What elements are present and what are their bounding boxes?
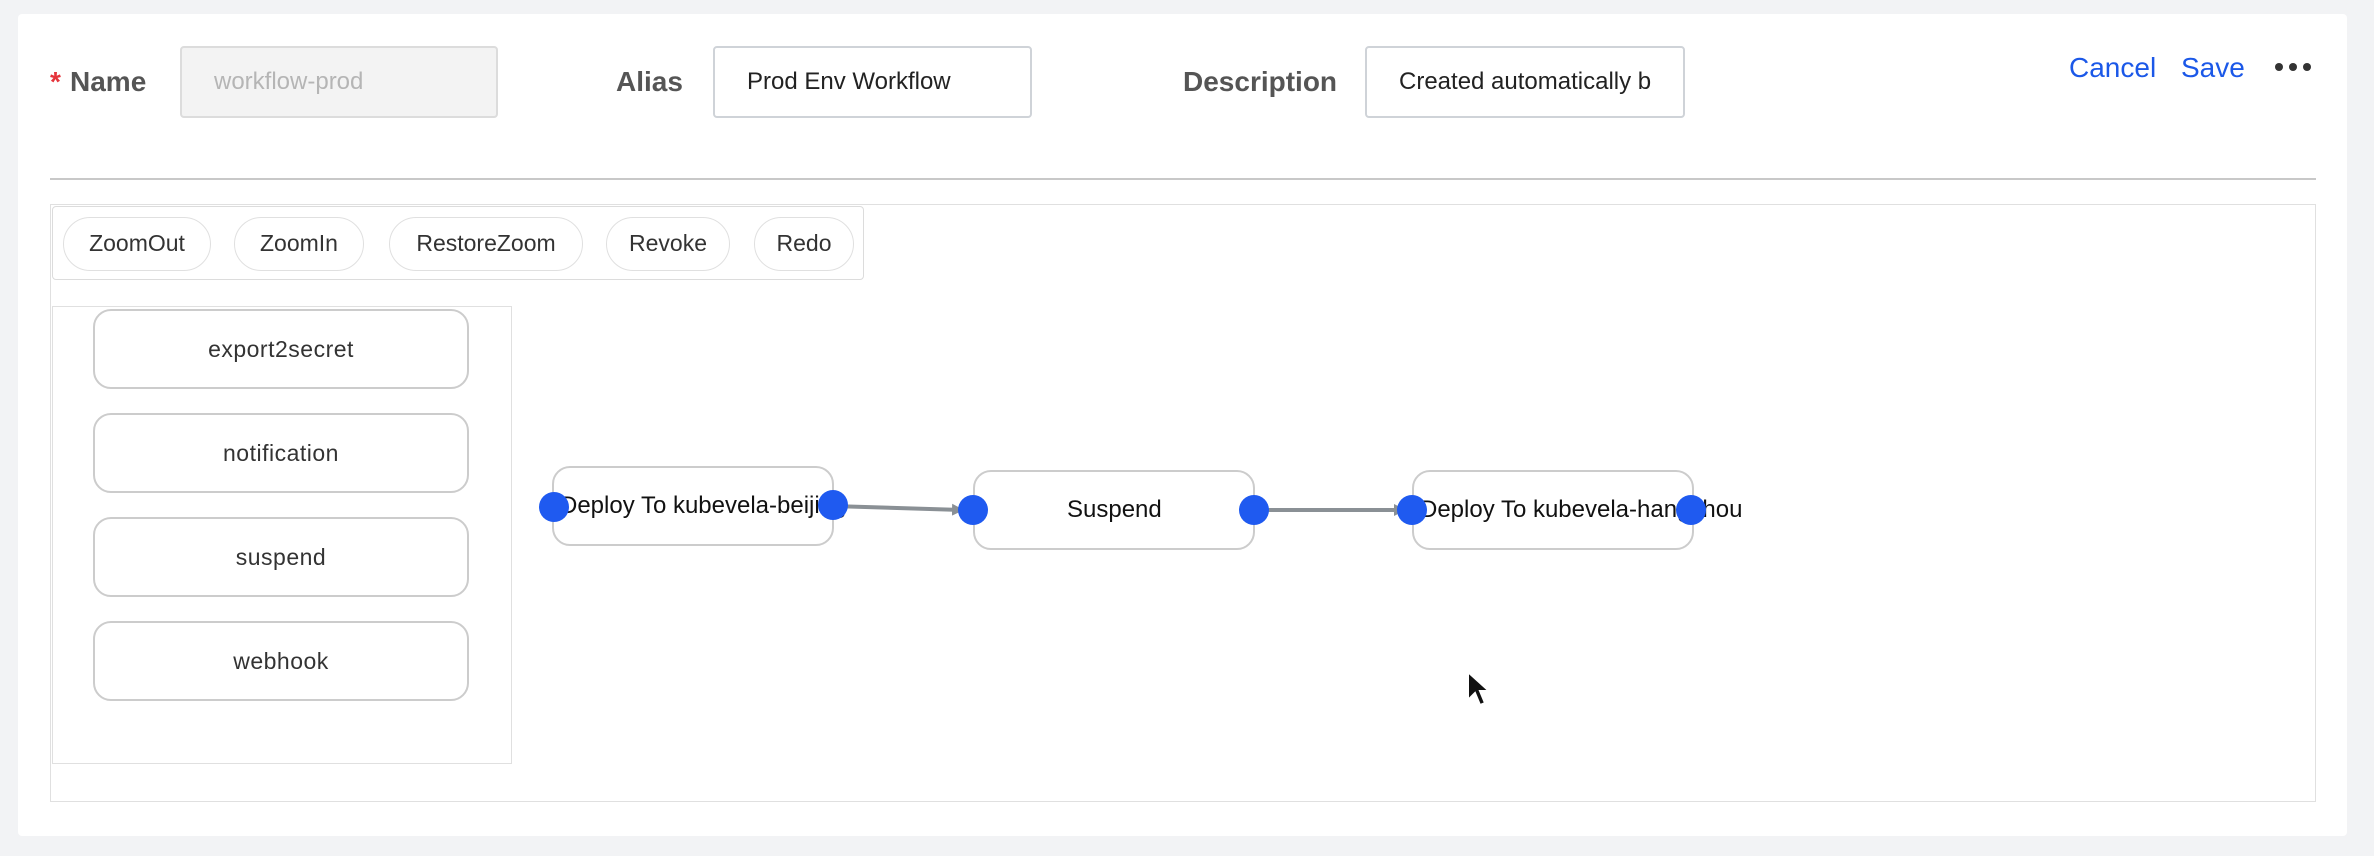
description-label: Description — [1183, 66, 1338, 97]
mouse-cursor-icon — [1467, 670, 1492, 707]
redo-button[interactable]: Redo — [754, 217, 854, 271]
divider — [50, 178, 2316, 180]
zoom-out-button[interactable]: ZoomOut — [63, 217, 211, 271]
flow-node-label: Suspend — [1067, 496, 1162, 523]
restore-zoom-button[interactable]: RestoreZoom — [389, 217, 583, 271]
flow-node-deploy-beijing[interactable]: Deploy To kubevela-beijing — [552, 466, 846, 546]
workflow-canvas[interactable] — [50, 204, 2316, 802]
node-input-port[interactable] — [1397, 495, 1427, 525]
name-label: Name — [70, 66, 147, 97]
cancel-button[interactable]: Cancel — [2069, 52, 2157, 83]
node-input-port[interactable] — [539, 492, 569, 522]
canvas-toolbar: ZoomOut ZoomIn RestoreZoom Revoke Redo — [52, 206, 864, 280]
flow-node-label: Deploy To kubevela-beijing — [560, 492, 847, 519]
alias-input[interactable] — [713, 46, 1032, 118]
more-horizontal-icon[interactable] — [2275, 60, 2311, 74]
edge-deploy-beijing-to-suspend[interactable] — [831, 503, 964, 516]
node-output-port[interactable] — [1676, 495, 1706, 525]
save-button[interactable]: Save — [2181, 52, 2245, 83]
node-input-port[interactable] — [958, 495, 988, 525]
required-mark: * — [50, 66, 61, 97]
revoke-button[interactable]: Revoke — [606, 217, 730, 271]
flow-node-deploy-hangzhou[interactable]: Deploy To kubevela-hangzhou — [1412, 470, 1742, 550]
palette-item-notification[interactable]: notification — [93, 413, 469, 493]
palette-item-suspend[interactable]: suspend — [93, 517, 469, 597]
alias-label: Alias — [616, 66, 683, 97]
name-input[interactable] — [180, 46, 498, 118]
step-palette: export2secret notification suspend webho… — [52, 306, 512, 764]
node-output-port[interactable] — [1239, 495, 1269, 525]
flow-node-suspend[interactable]: Suspend — [973, 470, 1255, 550]
node-output-port[interactable] — [818, 490, 848, 520]
palette-item-export2secret[interactable]: export2secret — [93, 309, 469, 389]
palette-item-webhook[interactable]: webhook — [93, 621, 469, 701]
description-input[interactable] — [1365, 46, 1685, 118]
zoom-in-button[interactable]: ZoomIn — [234, 217, 364, 271]
